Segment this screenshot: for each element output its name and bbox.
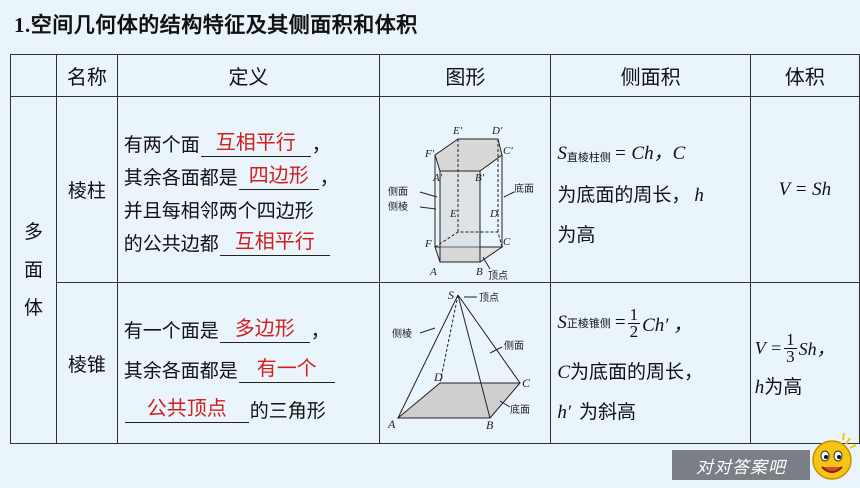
answer-text: 互相平行	[215, 129, 296, 154]
svg-text:B: B	[486, 418, 494, 432]
svg-text:侧面: 侧面	[388, 185, 408, 198]
svg-text:A′: A′	[432, 172, 443, 184]
answer-text: 有一个	[256, 356, 317, 380]
check-answers-button[interactable]: 对对答案吧	[672, 450, 810, 480]
svg-text:顶点: 顶点	[479, 292, 499, 304]
smiley-icon[interactable]	[810, 430, 858, 488]
svg-text:底面: 底面	[510, 403, 530, 416]
svg-text:C: C	[522, 376, 531, 390]
svg-text:底面: 底面	[514, 182, 534, 195]
svg-text:S: S	[448, 288, 454, 302]
svg-text:B′: B′	[475, 172, 485, 184]
header-name: 名称	[56, 54, 118, 97]
header-blank	[9, 54, 58, 97]
prism-volume: V = Sh	[749, 96, 860, 283]
prism-row: 多 面 体 棱柱 有两个面互相平行， 其余各面都是四边形， 并且每相邻两个四边形…	[9, 96, 860, 444]
svg-text:A: A	[387, 417, 396, 431]
header-row: 名称 定义 图形 侧面积 体积	[9, 54, 860, 97]
pyramid-definition: 有一个面是多边形， 其余各面都是有一个 公共顶点的三角形	[116, 282, 381, 444]
header-volume: 体积	[749, 54, 860, 97]
svg-text:顶点: 顶点	[488, 270, 508, 282]
svg-text:C: C	[503, 236, 511, 248]
page-title: 1.空间几何体的结构特征及其侧面积和体积	[14, 13, 418, 37]
svg-text:E: E	[449, 208, 457, 220]
svg-text:D′: D′	[491, 125, 503, 137]
svg-text:F: F	[424, 238, 432, 250]
svg-text:B: B	[476, 266, 483, 278]
header-lateral-area: 侧面积	[550, 54, 751, 97]
prism-diagram: E′ D′ F′ C′ E D F C A B A′ B′ 侧面 侧棱 底面	[388, 125, 534, 282]
answer-text: 四边形	[248, 162, 309, 187]
pyramid-name: 棱锥	[56, 282, 118, 444]
svg-text:侧棱: 侧棱	[388, 200, 408, 213]
pyramid-figure: S D C A B 顶点 侧棱 侧面 底面	[379, 282, 552, 444]
svg-text:D: D	[433, 370, 443, 384]
polyhedron-label: 多 面 体	[9, 96, 58, 444]
svg-text:A: A	[429, 266, 437, 278]
svg-text:F′: F′	[424, 148, 435, 160]
answer-text: 公共顶点	[146, 396, 227, 420]
svg-text:D: D	[489, 208, 498, 220]
svg-text:E′: E′	[452, 125, 463, 137]
prism-name: 棱柱	[56, 96, 118, 283]
svg-text:侧面: 侧面	[504, 339, 524, 352]
header-definition: 定义	[116, 54, 381, 97]
svg-text:侧棱: 侧棱	[392, 327, 412, 340]
pyramid-diagram: S D C A B 顶点 侧棱 侧面 底面	[387, 288, 531, 432]
svg-text:C′: C′	[503, 145, 513, 157]
prism-definition: 有两个面互相平行， 其余各面都是四边形， 并且每相邻两个四边形 的公共边都互相平…	[116, 96, 381, 283]
answer-text: 多边形	[234, 316, 295, 340]
prism-figure: E′ D′ F′ C′ E D F C A B A′ B′ 侧面 侧棱 底面	[379, 96, 552, 283]
geometry-table: 名称 定义 图形 侧面积 体积 多 面 体 棱柱 有两个面互相平行， 其余各面都…	[9, 54, 860, 444]
pyramid-row: 棱锥 有一个面是多边形， 其余各面都是有一个 公共顶点的三角形	[11, 282, 860, 444]
answer-text: 互相平行	[234, 228, 315, 253]
header-figure: 图形	[379, 54, 552, 97]
